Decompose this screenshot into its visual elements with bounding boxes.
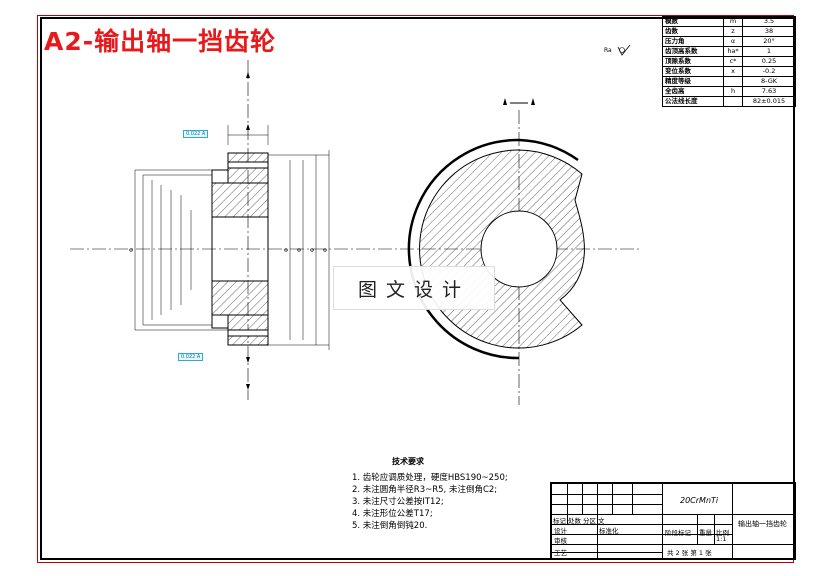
tolerance-tag-bottom: 0.022 A	[178, 353, 204, 361]
row-label-mark: 标记	[553, 517, 566, 525]
tech-requirements-list: 1. 齿轮应调质处理，硬度HBS190~250; 2. 未注圆角半径R3~R5, …	[352, 472, 508, 532]
scale-label: 比例	[716, 529, 729, 537]
tech-requirement-item: 3. 未注尺寸公差按IT12;	[352, 497, 444, 507]
tech-requirement-item: 5. 未注倒角倒钝20.	[352, 521, 428, 531]
tolerance-tag-top: 0.022 A	[183, 130, 209, 138]
row-label-doc: 文	[598, 517, 605, 525]
roughness-check-icon: Ra	[604, 44, 631, 56]
weight-label: 重量	[699, 529, 712, 537]
parameter-value: 82±0.015	[742, 96, 796, 107]
tech-requirement-item: 4. 未注形位公差T17;	[352, 509, 433, 519]
material-label: 20CrMnTi	[680, 496, 719, 505]
roughness-symbol: Ra	[604, 44, 634, 60]
process-label: 工艺	[554, 549, 567, 557]
sheet-count-label: 共 2 张 第 1 张	[667, 549, 712, 557]
watermark: 图文设计	[333, 266, 495, 310]
tech-requirement-item: 1. 齿轮应调质处理，硬度HBS190~250;	[352, 473, 508, 483]
standardize-label: 标准化	[599, 527, 619, 535]
row-label-count: 处数	[568, 517, 581, 525]
review-label: 审核	[554, 537, 567, 545]
sheet-title: A2-输出轴一挡齿轮	[44, 27, 277, 56]
tech-requirement-item: 2. 未注圆角半径R3~R5, 未注倒角C2;	[352, 485, 498, 495]
stage-mark-label: 阶段标记	[665, 529, 691, 537]
row-label-zone: 分区	[583, 517, 596, 525]
svg-text:Φ: Φ	[297, 248, 303, 252]
sheet-inner-border	[40, 17, 795, 560]
svg-text:Φ: Φ	[310, 248, 316, 252]
left-dim-text: Φ Φ Φ Φ Φ	[129, 248, 329, 252]
part-name-label: 输出轴一挡齿轮	[738, 520, 787, 528]
gear-section-view	[211, 152, 269, 346]
tech-requirements-title: 技术要求	[392, 457, 424, 466]
title-block: 20CrMnTi 输出轴一挡齿轮 标记 处数 分区 文 设计 标准化 阶段标记 …	[550, 482, 796, 560]
gear-face-view	[407, 98, 585, 360]
svg-text:Φ: Φ	[323, 248, 329, 252]
svg-text:Φ: Φ	[129, 248, 135, 252]
design-label: 设计	[554, 527, 567, 535]
left-dimensions	[134, 125, 330, 350]
svg-text:Φ: Φ	[284, 248, 290, 252]
scale-value: 1:1	[716, 535, 727, 543]
svg-text:Ra: Ra	[604, 47, 612, 54]
